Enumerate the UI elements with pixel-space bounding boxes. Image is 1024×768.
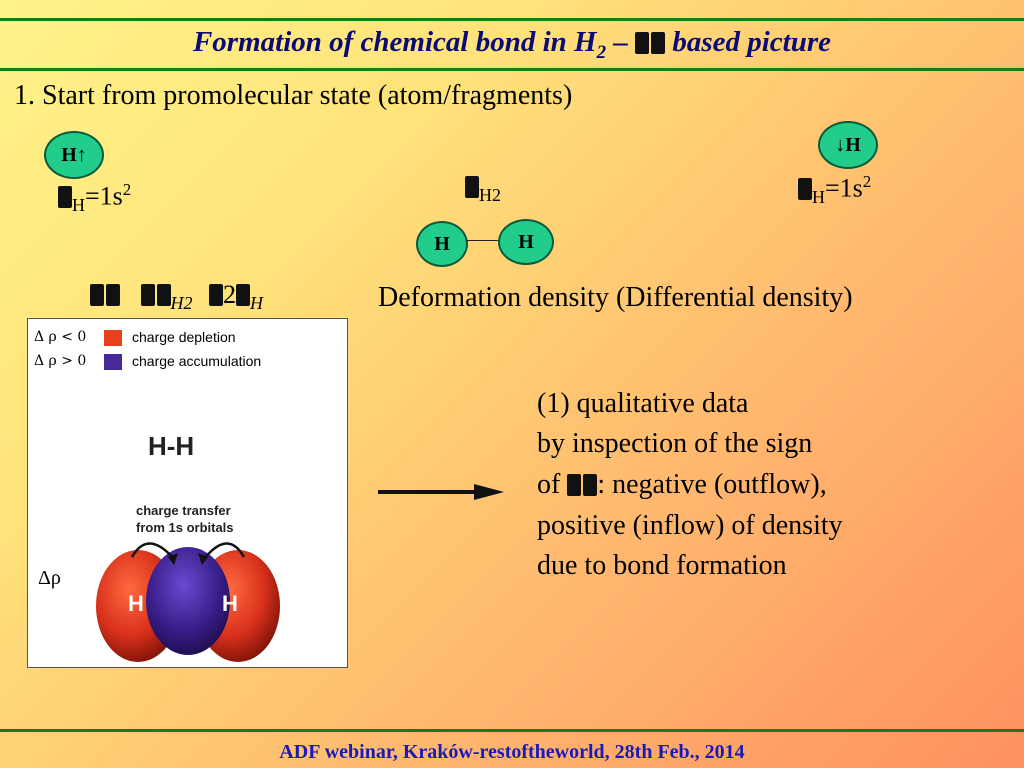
legend-row-accumulation: Δ ρ > 0 [34,353,87,369]
missing-glyph-icon [90,284,104,306]
axis-label: Δρ [38,567,61,589]
footer-rule [0,729,1024,732]
slide-title: Formation of chemical bond in H2 – based… [192,26,832,63]
step-1-text: 1. Start from promolecular state (atom/f… [14,80,573,111]
transfer-arrow-left [130,542,175,560]
missing-glyph-icon [58,185,72,208]
accumulation-lobe [146,547,230,655]
missing-glyph-icon [106,284,120,306]
molecule-label: H-H [148,431,195,461]
deformation-density-figure: Δ ρ < 0 charge depletion Δ ρ > 0 charge … [27,318,348,668]
molecule-atom-right: H [498,219,554,265]
transfer-arrowhead-right [198,553,208,565]
lobe-label-right: H [222,591,238,616]
missing-glyph-icon [156,284,171,306]
missing-glyph-icon [798,177,812,200]
missing-glyph-icon [651,32,666,54]
missing-glyph-icon [567,474,582,496]
atom-h-spin-up: H↑ [44,131,104,179]
description-line-2: by inspection of the sign [537,428,813,459]
lobe-label-left: H [128,591,144,616]
density-lobes [96,542,280,662]
right-arrow-icon [378,484,504,500]
equation-right: H=1s2 [798,172,871,208]
equation-left: H=1s2 [58,180,131,216]
missing-glyph-icon [635,32,650,54]
legend-label-accumulation: charge accumulation [132,353,262,369]
transfer-label-1: charge transfer [136,503,231,518]
missing-glyph-icon [465,176,479,198]
transfer-arrowhead-left [168,553,178,565]
molecule-atom-left: H [416,221,468,267]
equation-mid: H2 [465,172,501,206]
legend-swatch-accumulation [104,354,122,370]
missing-glyph-icon [236,284,250,306]
missing-glyph-icon [140,284,155,306]
footer-text: ADF webinar, Kraków-restoftheworld, 28th… [279,741,745,763]
missing-glyph-icon [583,474,598,496]
legend-row-depletion: Δ ρ < 0 [34,329,87,345]
description-line-3: of : negative (outflow), [537,469,827,500]
legend-label-depletion: charge depletion [132,329,236,345]
atom-h-spin-down: ↓H [818,121,878,169]
missing-glyph-icon [209,284,223,306]
title-rule [0,68,1024,71]
legend-swatch-depletion [104,330,122,346]
bond-line [466,240,498,241]
deformation-heading: Deformation density (Differential densit… [378,282,853,313]
transfer-label-2: from 1s orbitals [136,520,234,535]
description-line-4: positive (inflow) of density [537,510,843,541]
top-rule [0,18,1024,21]
description-line-5: due to bond formation [537,550,787,581]
description-line-1: (1) qualitative data [537,388,749,419]
transfer-arrow-right [203,542,246,560]
